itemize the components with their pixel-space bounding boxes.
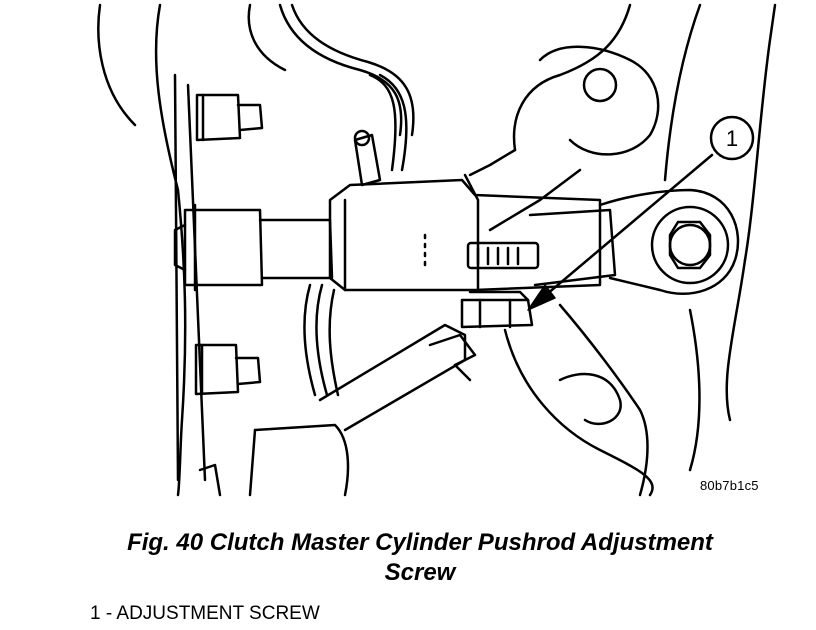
retaining-clip	[466, 241, 540, 270]
adjustment-screw-nut	[460, 290, 534, 329]
figure-code: 80b7b1c5	[700, 478, 759, 493]
diagram-illustration: 1	[97, 3, 777, 497]
wiring-harness	[278, 3, 415, 397]
callout-1-number: 1	[726, 126, 738, 151]
pedal-pivot-bushing	[650, 205, 730, 285]
figure-caption-line-1: Fig. 40 Clutch Master Cylinder Pushrod A…	[127, 529, 713, 556]
lower-hex-nut	[194, 343, 262, 396]
figure-caption-line-2: Screw	[384, 559, 456, 586]
legend-item-1: 1 - ADJUSTMENT SCREW	[90, 603, 320, 624]
callout-1-leader	[527, 153, 714, 311]
master-cylinder-body	[173, 129, 602, 292]
pedal-support-bracket	[468, 3, 777, 472]
figure-caption: Fig. 40 Clutch Master Cylinder Pushrod A…	[60, 528, 780, 588]
clutch-pedal-arm	[503, 303, 654, 497]
pushrod	[528, 188, 740, 295]
lower-bracket	[198, 323, 477, 497]
left-panel	[97, 3, 287, 497]
upper-hex-nut	[195, 93, 264, 142]
callout-1-bubble: 1	[709, 115, 755, 161]
